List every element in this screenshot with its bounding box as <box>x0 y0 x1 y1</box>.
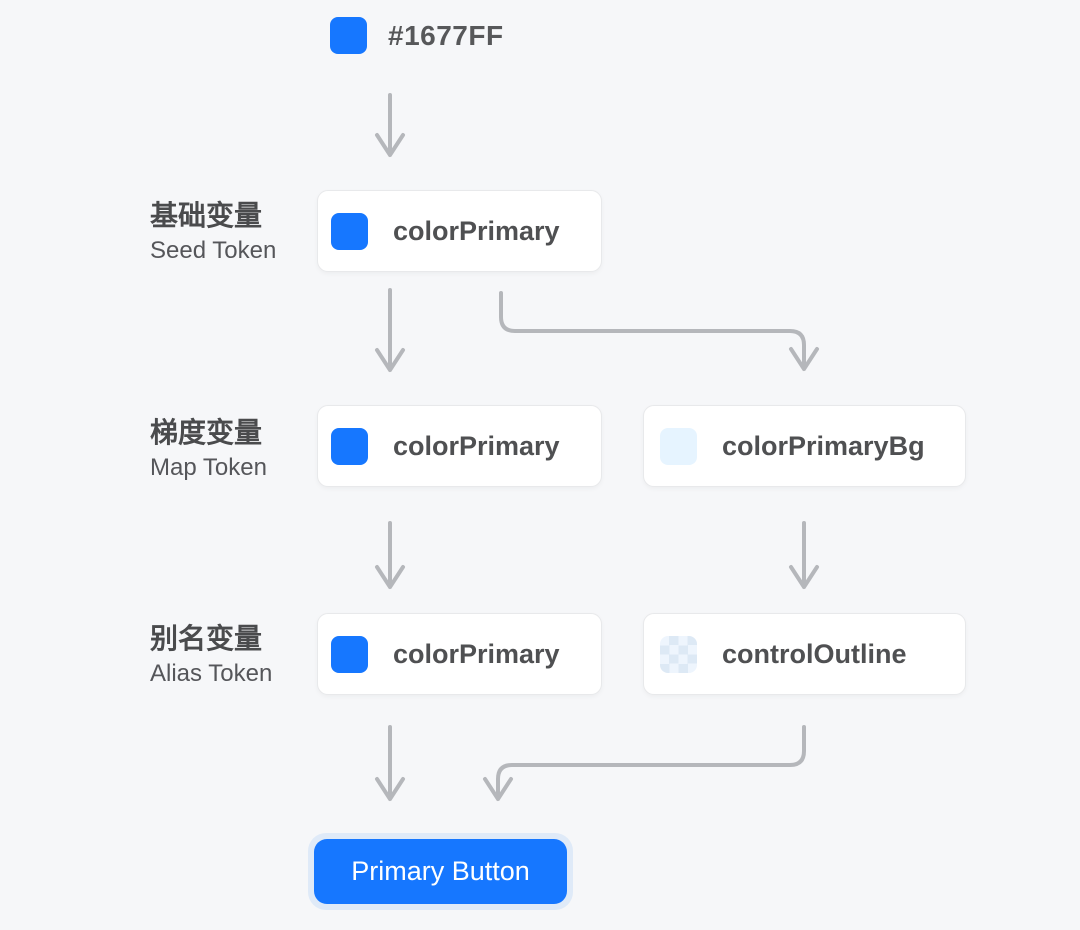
row-label-map-token: 梯度变量 Map Token <box>150 416 320 483</box>
row-label-en: Alias Token <box>150 660 273 687</box>
primary-color-swatch-icon <box>330 17 367 54</box>
row-label-en: Map Token <box>150 454 267 481</box>
token-box-map-colorprimarybg: colorPrimaryBg <box>643 405 966 487</box>
arrow-map-to-alias-left <box>375 521 405 589</box>
token-name: colorPrimary <box>393 215 560 246</box>
token-box-alias-colorprimary: colorPrimary <box>317 613 602 695</box>
primary-button-outline-halo: Primary Button <box>308 833 573 910</box>
arrow-alias-to-button-right <box>483 725 806 801</box>
token-name: colorPrimary <box>393 638 560 669</box>
primary-button[interactable]: Primary Button <box>314 839 567 904</box>
row-label-seed-token: 基础变量 Seed Token <box>150 199 320 266</box>
token-box-seed-colorprimary: colorPrimary <box>317 190 602 272</box>
row-label-zh: 基础变量 <box>150 200 263 231</box>
primary-color-swatch-icon <box>331 635 368 673</box>
light-blue-color-swatch-icon <box>660 427 697 465</box>
row-label-zh: 梯度变量 <box>150 417 263 448</box>
row-label-zh: 别名变量 <box>150 623 263 654</box>
row-label-en: Seed Token <box>150 237 277 264</box>
arrow-alias-to-button-left <box>375 725 405 801</box>
token-name: colorPrimary <box>393 430 560 461</box>
arrow-seed-to-map-right <box>499 291 819 371</box>
transparency-checker-swatch-icon <box>660 635 697 673</box>
arrow-map-to-alias-right <box>789 521 819 589</box>
token-box-map-colorprimary: colorPrimary <box>317 405 602 487</box>
token-name: colorPrimaryBg <box>722 430 925 461</box>
arrow-seedvalue-to-seed <box>375 93 405 157</box>
arrow-seed-to-map-left <box>375 288 405 372</box>
token-name: controlOutline <box>722 638 907 669</box>
seed-color-value: #1677FF <box>330 17 504 54</box>
primary-color-swatch-icon <box>331 427 368 465</box>
primary-color-swatch-icon <box>331 212 368 250</box>
row-label-alias-token: 别名变量 Alias Token <box>150 622 320 689</box>
token-box-alias-controloutline: controlOutline <box>643 613 966 695</box>
seed-color-hex: #1677FF <box>388 19 504 51</box>
